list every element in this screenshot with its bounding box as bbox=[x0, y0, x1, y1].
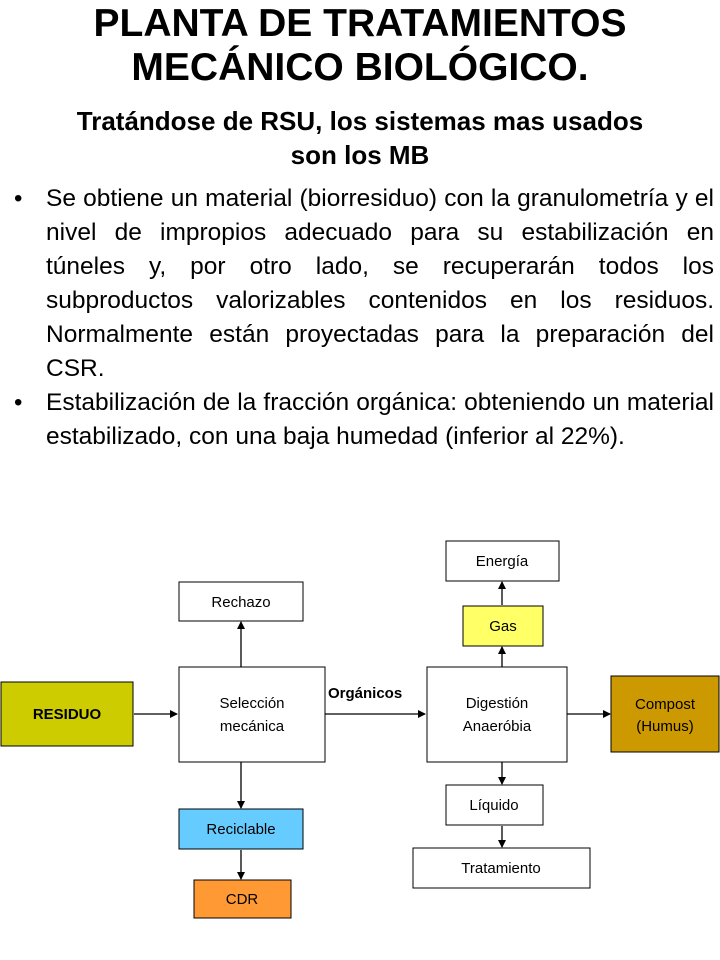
node-energia: Energía bbox=[445, 540, 560, 582]
node-rechazo-label: Rechazo bbox=[211, 594, 270, 611]
bullet-item: • Estabilización de la fracción orgánica… bbox=[8, 386, 714, 454]
bullet-icon: • bbox=[14, 185, 23, 212]
node-energia-label: Energía bbox=[476, 553, 529, 570]
node-cdr: CDR bbox=[193, 879, 292, 919]
bullet-list: • Se obtiene un material (biorresiduo) c… bbox=[8, 182, 714, 454]
bullet-text: Se obtiene un material (biorresiduo) con… bbox=[46, 185, 714, 382]
bullet-icon: • bbox=[14, 389, 23, 416]
node-tratamiento-label: Tratamiento bbox=[461, 860, 540, 877]
page-title: PLANTA DE TRATAMIENTOS MECÁNICO BIOLÓGIC… bbox=[0, 2, 720, 90]
node-liquido-label: Líquido bbox=[469, 797, 518, 814]
node-compost-label-2: (Humus) bbox=[636, 718, 694, 735]
node-seleccion-label-1: Selección bbox=[219, 695, 284, 712]
node-compost-label-1: Compost bbox=[635, 696, 696, 713]
title-line-1: PLANTA DE TRATAMIENTOS bbox=[93, 2, 627, 45]
node-tratamiento: Tratamiento bbox=[412, 847, 591, 889]
page-subtitle: Tratándose de RSU, los sistemas mas usad… bbox=[0, 104, 720, 172]
process-flow-diagram: RESIDUO Rechazo Selección mecánica Recic… bbox=[0, 540, 720, 919]
node-gas-label: Gas bbox=[489, 618, 517, 635]
bullet-text: Estabilización de la fracción orgánica: … bbox=[46, 389, 714, 450]
subtitle-line-1: Tratándose de RSU, los sistemas mas usad… bbox=[76, 106, 644, 136]
node-digestion-label-2: Anaeróbia bbox=[463, 718, 532, 735]
node-digestion-anaerobia: Digestión Anaeróbia bbox=[426, 666, 568, 763]
node-seleccion-label-2: mecánica bbox=[220, 718, 285, 735]
node-digestion-label-1: Digestión bbox=[466, 695, 529, 712]
node-seleccion-mecanica: Selección mecánica bbox=[178, 666, 326, 763]
subtitle-line-2: son los MB bbox=[290, 140, 430, 170]
node-residuo-label: RESIDUO bbox=[33, 706, 102, 723]
node-reciclable: Reciclable bbox=[178, 808, 304, 850]
node-rechazo: Rechazo bbox=[178, 581, 304, 622]
node-residuo: RESIDUO bbox=[0, 681, 134, 747]
bullet-item: • Se obtiene un material (biorresiduo) c… bbox=[8, 182, 714, 386]
node-reciclable-label: Reciclable bbox=[206, 821, 275, 838]
node-liquido: Líquido bbox=[445, 784, 544, 826]
node-compost: Compost (Humus) bbox=[610, 675, 720, 753]
title-line-2: MECÁNICO BIOLÓGICO. bbox=[131, 46, 589, 89]
edge-label-organicos: Orgánicos bbox=[328, 685, 402, 702]
node-cdr-label: CDR bbox=[226, 891, 259, 908]
node-gas: Gas bbox=[462, 605, 544, 647]
